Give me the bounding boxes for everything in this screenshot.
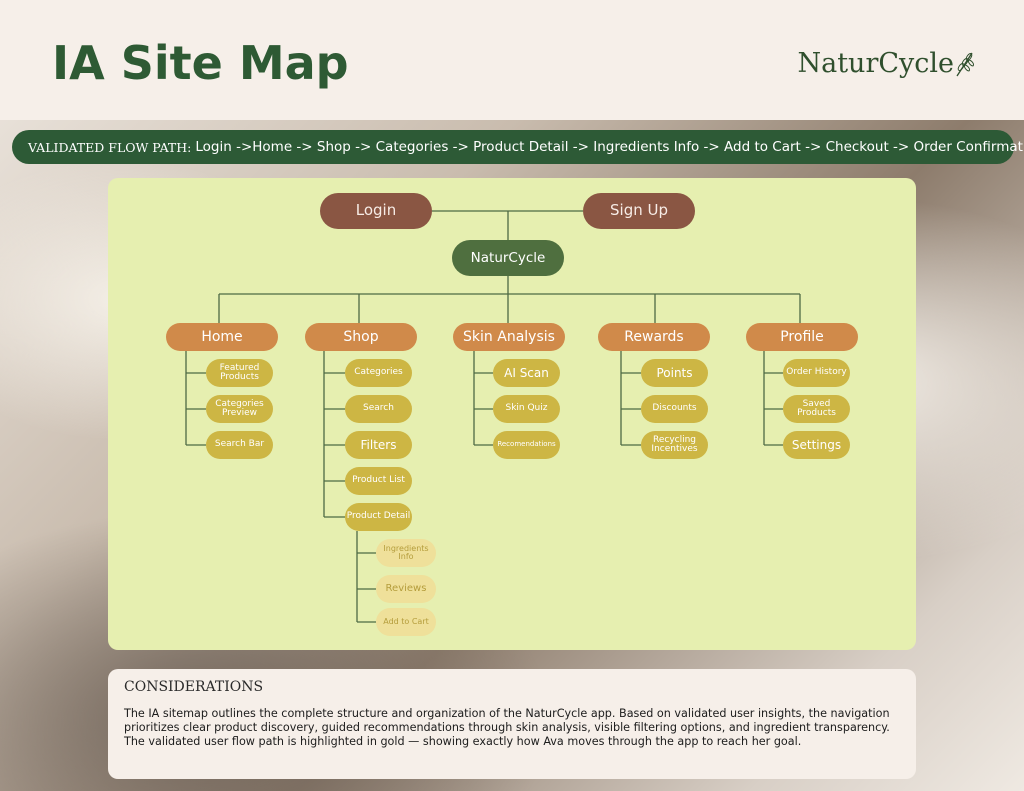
considerations-panel: CONSIDERATIONS The IA sitemap outlines t…: [108, 669, 916, 779]
root-node: NaturCycle: [452, 240, 564, 276]
node-search-bar: Search Bar: [206, 431, 273, 459]
login-node: Login: [320, 193, 432, 229]
category-shop: Shop: [305, 323, 417, 351]
considerations-body: The IA sitemap outlines the complete str…: [124, 707, 900, 749]
flow-path-steps: Login ->Home -> Shop -> Categories -> Pr…: [195, 139, 1024, 155]
node-discounts: Discounts: [641, 395, 708, 423]
category-home: Home: [166, 323, 278, 351]
node-saved-products: Saved Products: [783, 395, 850, 423]
node-points: Points: [641, 359, 708, 387]
node-settings: Settings: [783, 431, 850, 459]
header: IA Site Map NaturCycle: [0, 0, 1024, 120]
node-product-list: Product List: [345, 467, 412, 495]
flow-path-label: VALIDATED FLOW PATH:: [28, 140, 191, 155]
node-categories: Categories: [345, 359, 412, 387]
node-featured-products: Featured Products: [206, 359, 273, 387]
node-order-history: Order History: [783, 359, 850, 387]
wheat-icon: [954, 50, 976, 78]
signup-node: Sign Up: [583, 193, 695, 229]
node-recycling-incentives: Recycling Incentives: [641, 431, 708, 459]
node-product-detail: Product Detail: [345, 503, 412, 531]
category-skin-analysis: Skin Analysis: [453, 323, 565, 351]
page-title: IA Site Map: [52, 36, 349, 90]
node-reviews: Reviews: [376, 575, 436, 603]
node-ingredients-info: Ingredients Info: [376, 539, 436, 567]
node-ai-scan: AI Scan: [493, 359, 560, 387]
category-profile: Profile: [746, 323, 858, 351]
category-rewards: Rewards: [598, 323, 710, 351]
considerations-title: CONSIDERATIONS: [124, 679, 900, 695]
node-categories-preview: Categories Preview: [206, 395, 273, 423]
validated-flow-path-bar: VALIDATED FLOW PATH: Login ->Home -> Sho…: [12, 130, 1014, 164]
node-search: Search: [345, 395, 412, 423]
node-recommendations: Recomendations: [493, 431, 560, 459]
node-add-to-cart: Add to Cart: [376, 608, 436, 636]
brand-logo-text: NaturCycle: [797, 48, 954, 79]
node-filters: Filters: [345, 431, 412, 459]
node-skin-quiz: Skin Quiz: [493, 395, 560, 423]
